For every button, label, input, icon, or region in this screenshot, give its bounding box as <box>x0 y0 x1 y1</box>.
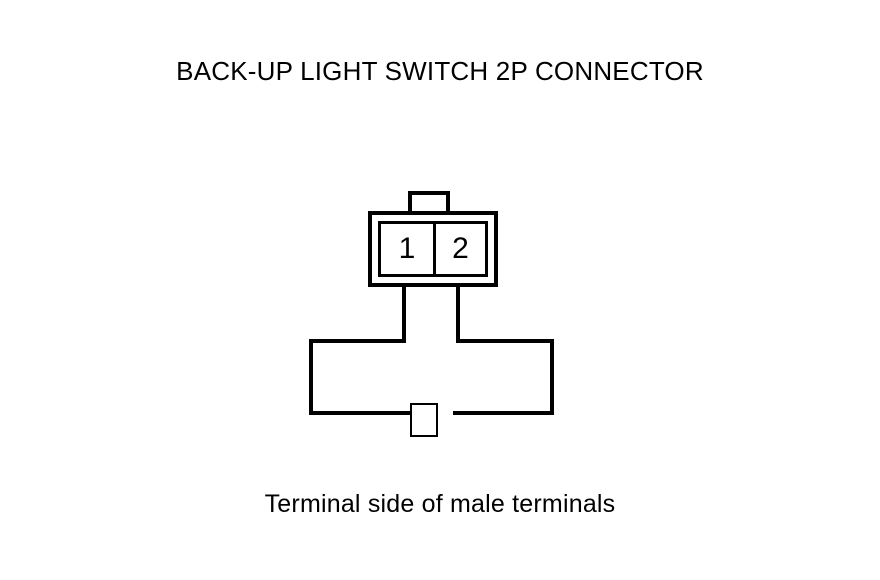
terminal-cell-1: 1 <box>381 224 433 274</box>
connector-cavity: 1 2 <box>378 221 488 277</box>
connector-latch-box <box>410 403 438 437</box>
bracket-arm-right <box>456 339 554 343</box>
bracket-arm-left <box>309 339 406 343</box>
bracket-bottom-left <box>309 411 410 415</box>
connector-lead-right-vertical <box>456 287 460 343</box>
page-title: BACK-UP LIGHT SWITCH 2P CONNECTOR <box>176 56 704 86</box>
terminal-cell-2: 2 <box>433 224 485 274</box>
bracket-side-left <box>309 339 313 415</box>
bracket-side-right <box>550 339 554 415</box>
bracket-bottom-right <box>453 411 554 415</box>
diagram-caption: Terminal side of male terminals <box>264 490 616 518</box>
connector-lead-left-vertical <box>402 287 406 343</box>
